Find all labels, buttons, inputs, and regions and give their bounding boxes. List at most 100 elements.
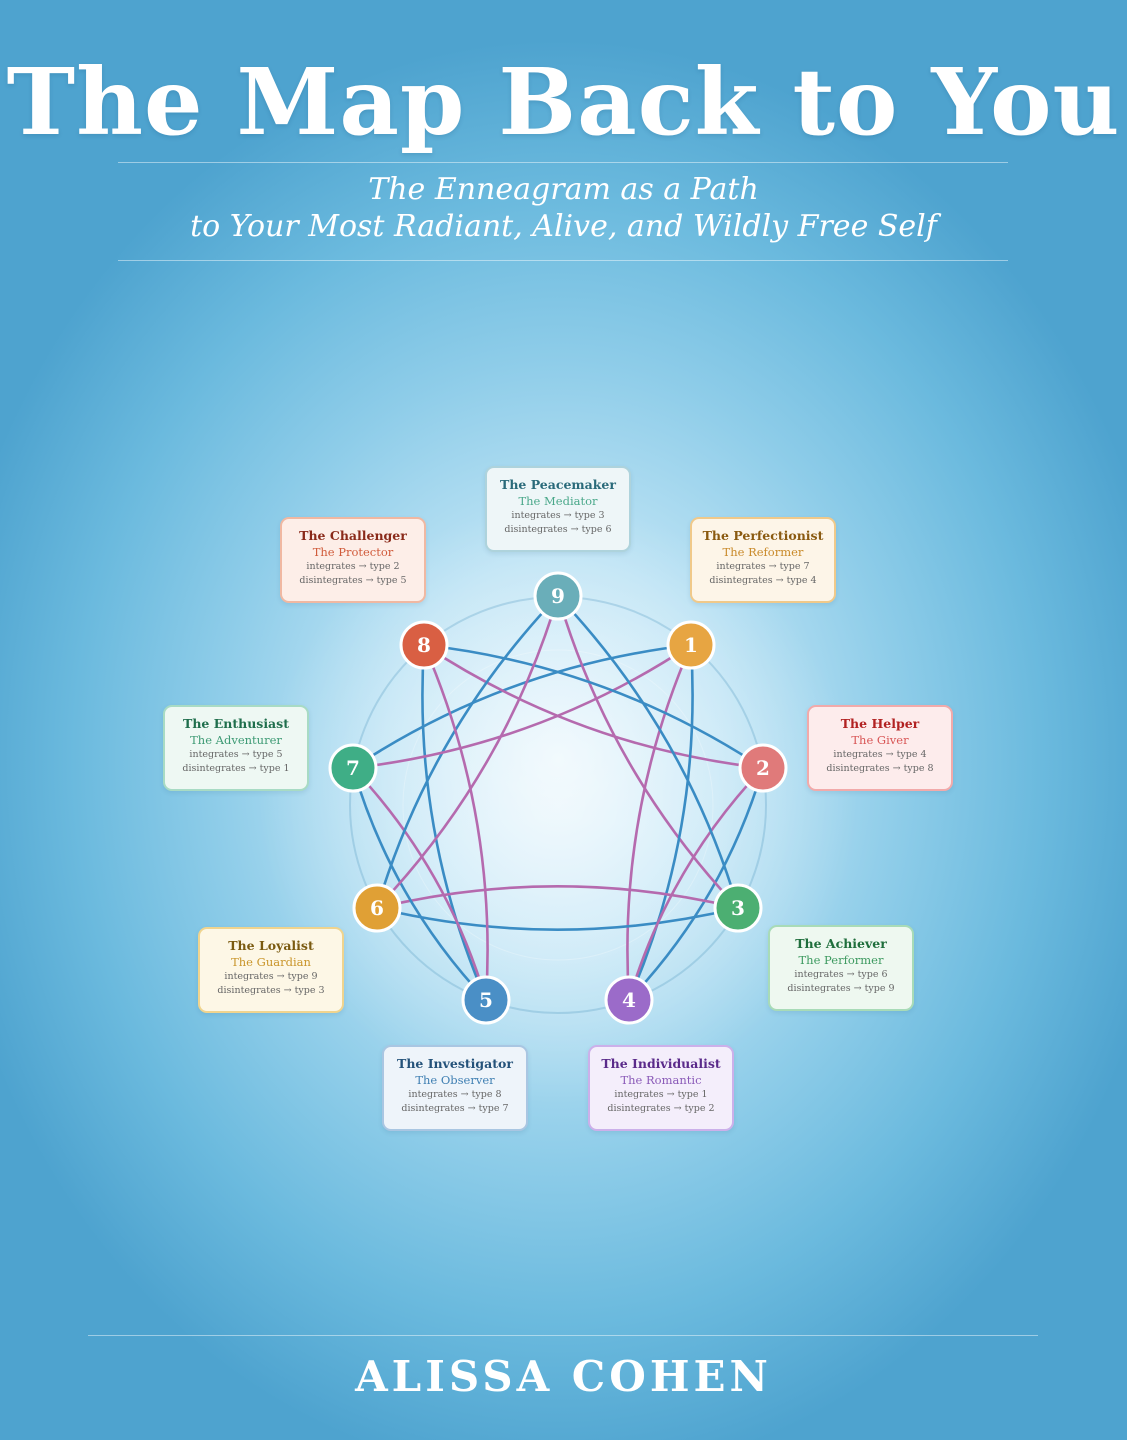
type-node-number-5: 5 [479, 988, 493, 1012]
type-card-name: The Peacemaker [500, 477, 616, 492]
type-node-7: 7 [328, 743, 378, 793]
type-node-3: 3 [713, 883, 763, 933]
type-node-circle-2 [738, 743, 788, 793]
type-card-disintegrates: disintegrates → type 9 [787, 983, 895, 994]
type-node-2: 2 [738, 743, 788, 793]
disintegration-line-3-to-9 [556, 594, 740, 910]
type-card-name: The Investigator [397, 1056, 513, 1071]
type-card-integrates: integrates → type 9 [224, 971, 318, 982]
type-card-disintegrates: disintegrates → type 2 [607, 1103, 715, 1114]
integration-line-9-to-3 [556, 594, 740, 910]
type-node-number-6: 6 [370, 896, 384, 920]
disintegration-line-9-to-6 [375, 594, 560, 910]
type-card-integrates: integrates → type 5 [189, 749, 283, 760]
type-card-alias: The Guardian [231, 955, 311, 969]
type-node-circle-8 [399, 620, 449, 670]
type-card-alias: The Giver [851, 733, 909, 747]
book-title: The Map Back to You [6, 48, 1121, 156]
subtitle-line-2: to Your Most Radiant, Alive, and Wildly … [190, 209, 937, 244]
type-card-integrates: integrates → type 6 [794, 969, 888, 980]
type-card-name: The Helper [840, 716, 920, 731]
type-node-number-1: 1 [684, 633, 698, 657]
subtitle-line-1: The Enneagram as a Path [368, 172, 759, 207]
integration-line-2-to-4 [627, 766, 765, 1002]
type-card-name: The Enthusiast [183, 716, 289, 731]
integration-line-4-to-1 [627, 643, 694, 1002]
integration-line-7-to-5 [351, 766, 488, 1002]
type-node-9: 9 [533, 571, 583, 621]
type-card-name: The Achiever [795, 936, 887, 951]
type-node-circle-4 [604, 975, 654, 1025]
disintegration-line-8-to-5 [422, 643, 489, 1002]
type-node-number-4: 4 [622, 988, 636, 1012]
disintegration-line-6-to-3 [375, 885, 740, 910]
type-card-alias: The Observer [415, 1073, 495, 1087]
type-card-integrates: integrates → type 8 [408, 1089, 502, 1100]
connection-lines [351, 594, 765, 1002]
type-node-6: 6 [352, 883, 402, 933]
type-node-number-7: 7 [346, 756, 360, 780]
type-node-5: 5 [461, 975, 511, 1025]
type-card-alias: The Protector [312, 545, 394, 559]
type-node-4: 4 [604, 975, 654, 1025]
integration-line-6-to-9 [375, 594, 560, 910]
type-node-circle-3 [713, 883, 763, 933]
type-card-name: The Individualist [601, 1056, 721, 1071]
type-card-alias: The Adventurer [190, 733, 282, 747]
type-card-alias: The Reformer [722, 545, 804, 559]
type-card-alias: The Romantic [620, 1073, 702, 1087]
disintegration-line-1-to-4 [626, 643, 693, 1002]
author-name: ALISSA COHEN [355, 1352, 772, 1401]
author-divider [88, 1335, 1038, 1336]
disintegration-line-2-to-8 [422, 643, 765, 770]
type-card-alias: The Mediator [518, 494, 598, 508]
type-card-disintegrates: disintegrates → type 5 [299, 575, 407, 586]
type-card-disintegrates: disintegrates → type 3 [217, 985, 325, 996]
type-card-alias: The Performer [798, 953, 884, 967]
integration-line-1-to-7 [351, 643, 693, 770]
type-card-name: The Loyalist [228, 938, 314, 953]
type-card-disintegrates: disintegrates → type 1 [182, 763, 290, 774]
type-card-disintegrates: disintegrates → type 4 [709, 575, 817, 586]
type-node-circle-1 [666, 620, 716, 670]
title-divider-bottom [118, 260, 1008, 261]
type-card-integrates: integrates → type 2 [306, 561, 400, 572]
disintegration-line-7-to-1 [351, 643, 693, 770]
integration-line-3-to-6 [375, 906, 740, 931]
type-node-circle-7 [328, 743, 378, 793]
type-nodes: 1 2 3 4 5 6 7 8 9 [328, 571, 788, 1025]
type-card-name: The Perfectionist [702, 528, 824, 543]
type-card-integrates: integrates → type 3 [511, 510, 605, 521]
type-node-circle-9 [533, 571, 583, 621]
type-node-number-9: 9 [551, 584, 565, 608]
type-card-integrates: integrates → type 4 [833, 749, 927, 760]
type-card-disintegrates: disintegrates → type 6 [504, 524, 612, 535]
type-node-number-3: 3 [731, 896, 745, 920]
type-card-name: The Challenger [299, 528, 407, 543]
enneagram-inner-circle [402, 649, 714, 961]
type-node-circle-5 [461, 975, 511, 1025]
type-node-circle-6 [352, 883, 402, 933]
disintegration-line-4-to-2 [627, 766, 765, 1002]
type-node-1: 1 [666, 620, 716, 670]
type-node-number-2: 2 [756, 756, 770, 780]
title-divider-top [118, 162, 1008, 163]
type-card-disintegrates: disintegrates → type 8 [826, 763, 934, 774]
integration-line-8-to-2 [422, 643, 765, 770]
type-card-integrates: integrates → type 7 [716, 561, 810, 572]
type-node-number-8: 8 [417, 633, 431, 657]
disintegration-line-5-to-7 [351, 766, 488, 1002]
type-node-8: 8 [399, 620, 449, 670]
integration-line-5-to-8 [421, 643, 488, 1002]
type-card-integrates: integrates → type 1 [614, 1089, 708, 1100]
